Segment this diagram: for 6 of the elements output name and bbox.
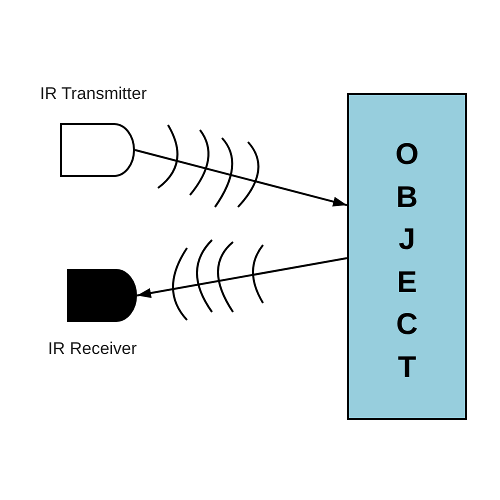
object-label: OBJECT: [394, 137, 420, 386]
arrow: [134, 149, 348, 206]
arrow: [136, 257, 348, 298]
object-block: [347, 93, 467, 420]
device-label: IR Transmitter: [40, 84, 147, 104]
device-label: IR Receiver: [48, 339, 137, 359]
